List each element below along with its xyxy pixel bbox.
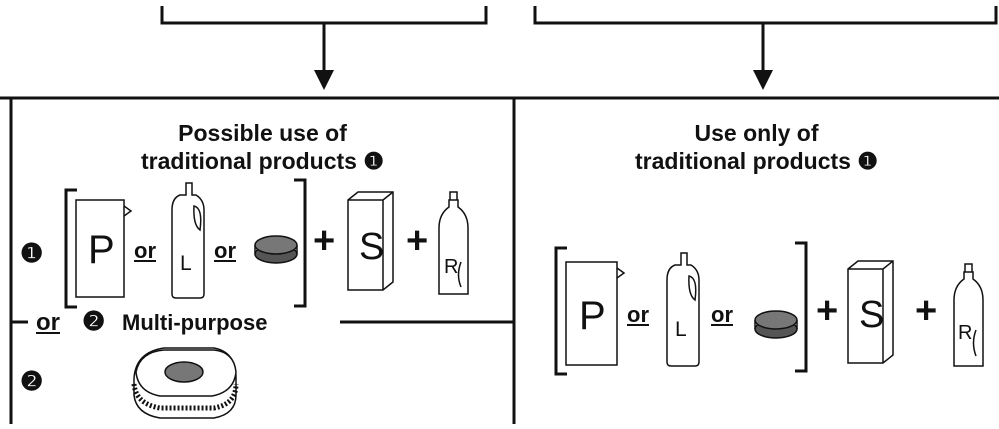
right-liquid-bottle-icon [666,252,700,367]
multi-purpose-label: Multi-purpose [122,310,268,335]
rinse-letter: R [444,256,459,278]
salt-box-icon [347,191,394,291]
right-panel-title-line1: Use only of [694,120,819,146]
liquid-letter: L [180,252,192,275]
row3-marker: ❷ [20,366,44,396]
plus-sign: + [406,220,429,262]
left-panel-title-line1: Possible use of [178,120,347,146]
right-close-bracket [795,241,808,373]
powder-carton-icon [75,199,125,298]
right-plus-sign: + [915,290,938,332]
right-bracket-connector [533,6,998,25]
right-arrowhead [753,70,773,90]
right-rinse-letter: R [958,322,973,344]
rinse-aid-bottle-icon [438,199,469,295]
right-panel-title-line2: traditional products ❶ [635,148,878,174]
salt-letter: S [359,226,385,268]
row2-marker: ❷ [82,306,106,336]
right-rinse-aid-bottle-icon [953,271,984,367]
note-marker: ❶ [857,148,878,174]
or-label: or [214,238,236,263]
left-arrowhead [314,70,334,90]
right-or-label: or [627,302,649,327]
row1-marker: ❶ [20,238,44,268]
right-liquid-letter: L [675,318,687,341]
plus-sign: + [313,220,336,262]
left-close-bracket [294,178,307,308]
multi-purpose-tablet-icon [131,347,239,419]
right-powder-carton-icon [565,261,618,366]
liquid-bottle-icon [171,182,205,299]
right-or-label: or [711,302,733,327]
note-marker: ❶ [363,148,384,174]
left-product-row [64,178,469,309]
or-label: or [134,238,156,263]
right-plus-sign: + [816,290,839,332]
right-product-row [554,241,984,376]
powder-letter: P [88,228,115,272]
left-panel-title-line2: traditional products ❶ [141,148,384,174]
alternative-or: or [36,309,60,336]
left-bracket-connector [160,6,488,25]
right-salt-letter: S [859,294,885,336]
right-powder-letter: P [579,294,606,338]
right-salt-box-icon [847,260,894,364]
right-open-bracket [554,246,567,376]
left-open-bracket [64,188,77,309]
